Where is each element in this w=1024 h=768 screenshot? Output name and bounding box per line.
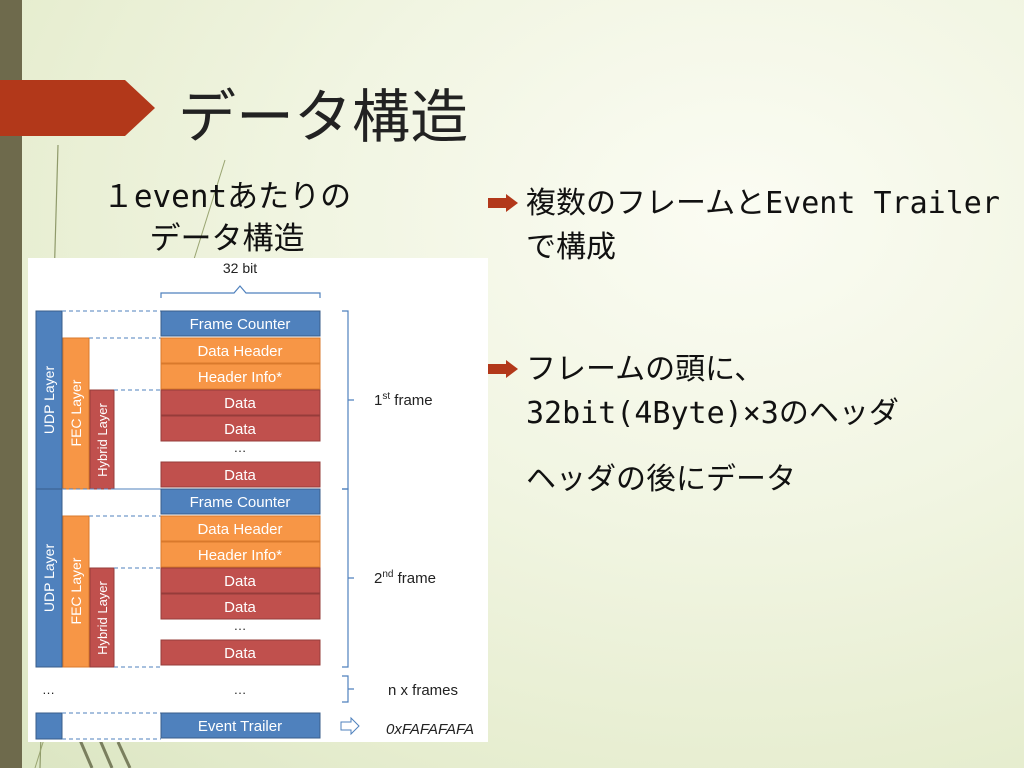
frame-counter-word — [160, 310, 321, 337]
bullet-item: 複数のフレームとEvent Trailerで構成 — [486, 182, 1006, 270]
ellipsis: … — [234, 618, 247, 633]
hybrid-layer-label: Hybrid Layer — [95, 402, 110, 476]
slide-title: データ構造 — [178, 83, 469, 151]
bullet-text: 複数のフレームとEvent Trailerで構成 — [526, 186, 1000, 265]
title-arrow-icon — [0, 80, 155, 136]
frame-bracket — [342, 310, 354, 490]
svg-text:Frame Counter: Frame Counter — [190, 316, 291, 333]
hybrid-layer-bar — [89, 389, 115, 490]
header-info-word — [160, 363, 321, 390]
bullet-list: 複数のフレームとEvent Trailerで構成 フレームの頭に、32bit(4… — [486, 182, 1006, 502]
bullet-arrow-icon — [488, 360, 518, 378]
right-arrow-icon — [340, 716, 360, 736]
data-word — [160, 389, 321, 416]
frame-counter-word — [160, 488, 321, 515]
diagram-svg: 32 bit UDP Layer FEC Layer Hybrid Layer … — [35, 260, 474, 740]
data-word — [160, 567, 321, 594]
svg-text:Data Header: Data Header — [197, 343, 282, 360]
data-header-word — [160, 337, 321, 364]
svg-text:Data: Data — [224, 573, 256, 590]
trailer-value: 0xFAFAFAFA — [386, 721, 474, 738]
ellipsis-left: … — [42, 682, 55, 697]
bullet-text: フレームの頭に、32bit(4Byte)×3のヘッダ — [526, 352, 899, 431]
svg-text:Data Header: Data Header — [197, 521, 282, 538]
svg-text:Frame Counter: Frame Counter — [190, 494, 291, 511]
event-trailer-word — [160, 712, 321, 739]
frame-1: UDP Layer FEC Layer Hybrid Layer Frame C… — [35, 310, 433, 490]
svg-text:Header Info*: Header Info* — [198, 369, 282, 386]
ellipsis-middle: … — [234, 682, 247, 697]
bullet-item: フレームの頭に、32bit(4Byte)×3のヘッダ — [486, 348, 1006, 436]
data-word — [160, 461, 321, 488]
data-structure-diagram: 32 bit UDP Layer FEC Layer Hybrid Layer … — [28, 258, 488, 742]
bullet-subtext: ヘッダの後にデータ — [526, 462, 796, 497]
fec-layer-bar — [62, 337, 90, 490]
udp-layer-bar — [35, 310, 63, 490]
header-info-word — [160, 541, 321, 568]
data-word — [160, 415, 321, 442]
svg-text:Data: Data — [224, 395, 256, 412]
ellipsis: … — [234, 440, 247, 455]
data-header-word — [160, 515, 321, 542]
width-label: 32 bit — [223, 260, 257, 276]
hybrid-layer-label: Hybrid Layer — [95, 580, 110, 654]
svg-text:Data: Data — [224, 599, 256, 616]
width-bracket — [160, 285, 321, 298]
udp-layer-bar — [35, 488, 63, 668]
bullet-arrow-icon — [488, 194, 518, 212]
udp-layer-label: UDP Layer — [41, 544, 57, 613]
svg-text:Event Trailer: Event Trailer — [198, 718, 282, 735]
udp-layer-label: UDP Layer — [41, 366, 57, 435]
svg-text:Header Info*: Header Info* — [198, 547, 282, 564]
frame-label: 2nd frame — [374, 569, 436, 587]
svg-text:Data: Data — [224, 467, 256, 484]
hybrid-layer-bar — [89, 567, 115, 668]
trailer-layer-block — [35, 712, 63, 740]
data-word — [160, 593, 321, 620]
fec-layer-bar — [62, 515, 90, 668]
n-frames-label: n x frames — [388, 682, 458, 699]
frame-label: 1st frame — [374, 391, 433, 409]
n-frames-bracket — [342, 675, 354, 703]
diagram-subtitle: １eventあたりのデータ構造 — [102, 179, 352, 257]
fec-layer-label: FEC Layer — [68, 557, 84, 624]
left-accent-bar — [0, 0, 22, 768]
frame-2: UDP Layer FEC Layer Hybrid Layer Frame C… — [35, 488, 436, 668]
fec-layer-label: FEC Layer — [68, 379, 84, 446]
svg-text:Data: Data — [224, 645, 256, 662]
data-word — [160, 639, 321, 666]
frame-bracket — [342, 488, 354, 668]
svg-text:Data: Data — [224, 421, 256, 438]
